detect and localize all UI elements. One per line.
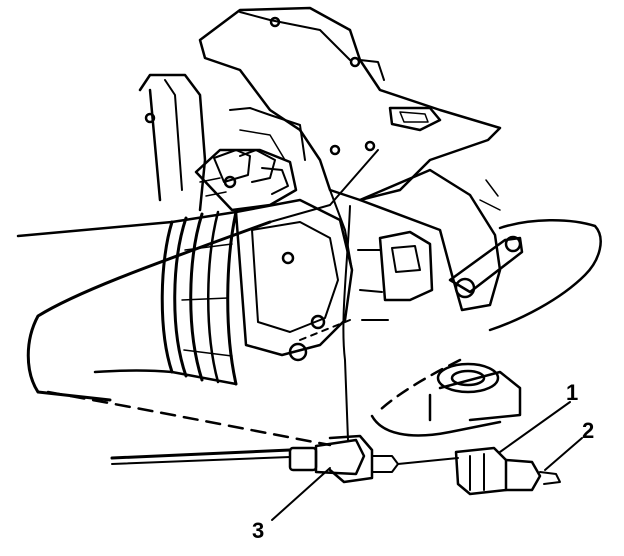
sensor-connectors — [194, 148, 298, 212]
throttle-linkage — [357, 168, 524, 321]
callout-leaders — [271, 401, 583, 521]
throttle-body — [223, 175, 354, 362]
air-intake-duct — [16, 210, 238, 386]
left-bracket — [138, 73, 306, 212]
cable-fitting — [110, 434, 399, 484]
background-outline — [46, 219, 602, 447]
callout-3: 3 — [252, 518, 265, 543]
callout-1: 1 — [566, 380, 579, 405]
callout-2: 2 — [582, 418, 595, 443]
accelerator-cable — [26, 149, 379, 441]
upper-bracket — [198, 6, 502, 271]
electrical-connector — [397, 446, 561, 496]
